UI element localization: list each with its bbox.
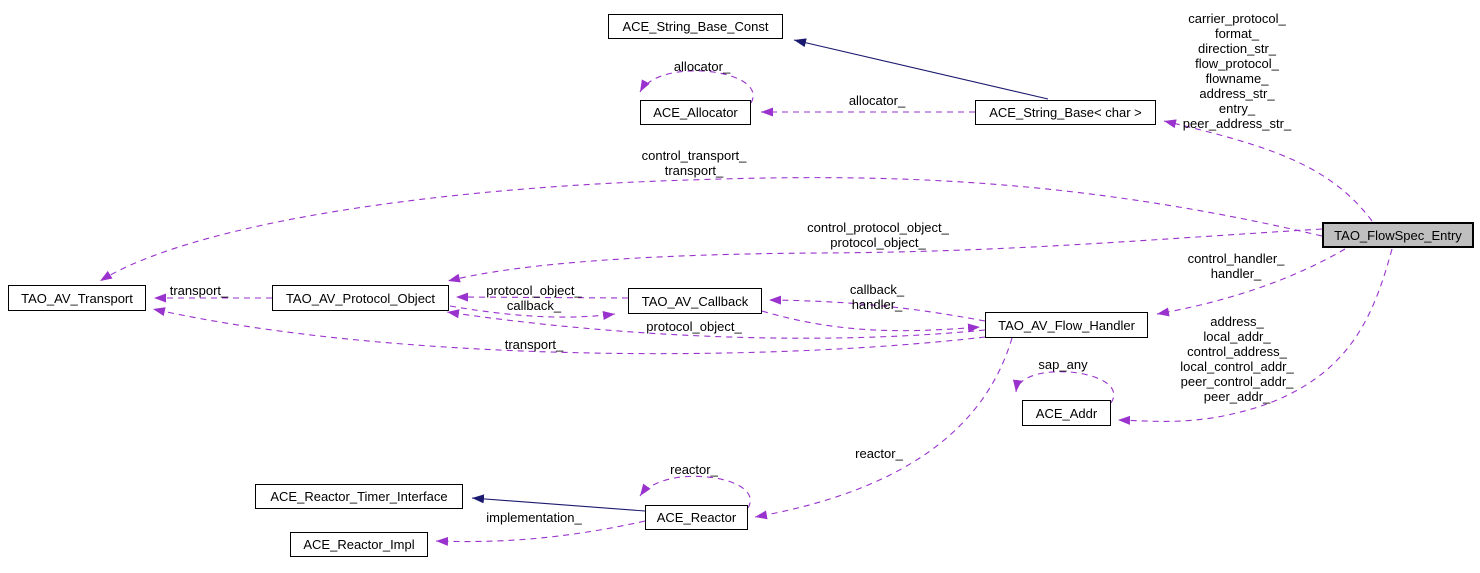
node-ace-reactor[interactable]: ACE_Reactor xyxy=(645,505,748,530)
edge-flowspec-to-protocolobject xyxy=(447,228,1323,283)
node-tao-av-flow-handler[interactable]: TAO_AV_Flow_Handler xyxy=(985,312,1148,338)
edge-label-protocol-object-lower: protocol_object_ xyxy=(646,319,742,334)
edge-callback-to-flowhandler xyxy=(761,310,981,333)
edge-label-transport-lower: transport_ xyxy=(504,337,564,352)
edge-label-reactor-self: reactor_ xyxy=(670,462,718,477)
node-ace-string-base-char[interactable]: ACE_String_Base< char > xyxy=(975,100,1156,125)
edge-allocator-self-loop xyxy=(639,70,754,104)
edge-callback-to-protocolobject xyxy=(455,292,629,302)
edge-label-control-protocol-object: control_protocol_object_ protocol_object… xyxy=(807,220,949,250)
edge-label-transport-mid: transport_ xyxy=(169,283,229,298)
node-tao-flowspec-entry[interactable]: TAO_FlowSpec_Entry xyxy=(1322,222,1474,248)
edge-flowhandler-to-reactor xyxy=(754,337,1013,520)
node-ace-reactor-timer-interface[interactable]: ACE_Reactor_Timer_Interface xyxy=(255,484,463,509)
edge-label-control-handler: control_handler_ handler_ xyxy=(1187,251,1285,281)
node-ace-allocator[interactable]: ACE_Allocator xyxy=(640,100,751,125)
node-ace-reactor-impl[interactable]: ACE_Reactor_Impl xyxy=(290,532,428,557)
edge-addr-self-loop xyxy=(1012,371,1115,404)
edge-label-sap-any: sap_any xyxy=(1038,357,1088,372)
edge-label-allocator: allocator_ xyxy=(848,93,906,108)
edge-protocolobject-to-callback xyxy=(449,305,616,320)
node-tao-av-protocol-object[interactable]: TAO_AV_Protocol_Object xyxy=(272,285,449,311)
edge-inherit-reactor-to-timerinterface xyxy=(471,494,646,512)
node-ace-addr[interactable]: ACE_Addr xyxy=(1022,400,1111,426)
node-ace-string-base-const[interactable]: ACE_String_Base_Const xyxy=(608,14,783,39)
edge-label-control-transport: control_transport_ transport_ xyxy=(641,148,747,178)
edge-label-protocol-object-callback: protocol_object_ callback_ xyxy=(486,283,582,313)
edge-flowspec-to-flowhandler xyxy=(1156,248,1346,317)
edge-flowhandler-to-transport xyxy=(152,307,986,355)
node-tao-av-callback[interactable]: TAO_AV_Callback xyxy=(628,288,762,314)
edge-label-addr-members: address_ local_addr_ control_address_ lo… xyxy=(1180,314,1294,404)
edge-reactor-to-reactorimpl xyxy=(435,520,646,546)
edge-label-allocator-self: allocator_ xyxy=(673,59,731,74)
edge-inherit-stringbasechar-to-stringbaseconst xyxy=(793,38,1049,100)
edge-flowspec-to-addr xyxy=(1117,248,1393,425)
edge-label-string-members: carrier_protocol_ format_ direction_str_… xyxy=(1182,11,1292,131)
edge-reactor-self-loop xyxy=(639,475,751,509)
edge-flowhandler-to-callback xyxy=(768,295,986,322)
edge-label-callback-handler: callback_ handler_ xyxy=(849,282,905,312)
node-tao-av-transport[interactable]: TAO_AV_Transport xyxy=(8,285,146,311)
edge-flowspec-to-stringbasechar xyxy=(1163,119,1373,222)
edge-label-reactor-mid: reactor_ xyxy=(855,446,903,461)
edge-label-implementation: implementation_ xyxy=(486,510,582,525)
edge-flowspec-to-transport xyxy=(99,177,1323,282)
